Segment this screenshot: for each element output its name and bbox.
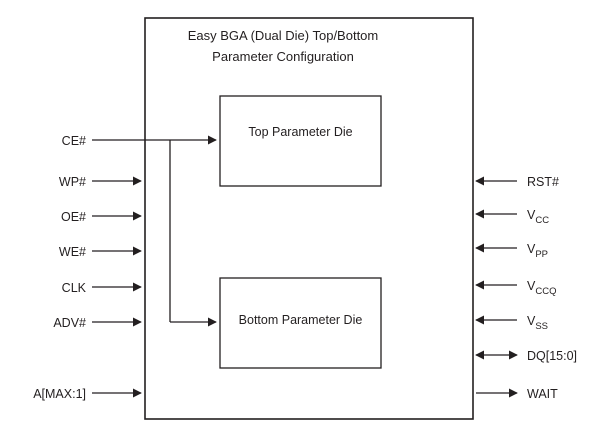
signal-label-we: WE# xyxy=(59,245,86,259)
signal-label-oe: OE# xyxy=(61,210,86,224)
signal-label-wait: WAIT xyxy=(527,387,558,401)
diagram-title-line2: Parameter Configuration xyxy=(212,49,354,64)
top-parameter-die-box xyxy=(219,95,382,187)
signal-label-vss: VSS xyxy=(527,314,548,332)
signal-label-wp: WP# xyxy=(59,175,86,189)
top-parameter-die-label: Top Parameter Die xyxy=(248,125,352,139)
signal-label-vpp: VPP xyxy=(527,242,548,260)
signal-label-adv: ADV# xyxy=(53,316,86,330)
signal-label-vcc: VCC xyxy=(527,208,549,226)
signal-label-dq: DQ[15:0] xyxy=(527,349,577,363)
signal-label-vccq: VCCQ xyxy=(527,279,556,297)
bottom-parameter-die-label: Bottom Parameter Die xyxy=(239,313,363,327)
signal-label-rst: RST# xyxy=(527,175,559,189)
signal-label-amax: A[MAX:1] xyxy=(33,387,86,401)
diagram-title-line1: Easy BGA (Dual Die) Top/Bottom xyxy=(188,28,379,43)
signal-label-ce: CE# xyxy=(62,134,86,148)
bottom-parameter-die-box xyxy=(219,277,382,369)
signal-label-clk: CLK xyxy=(62,281,87,295)
